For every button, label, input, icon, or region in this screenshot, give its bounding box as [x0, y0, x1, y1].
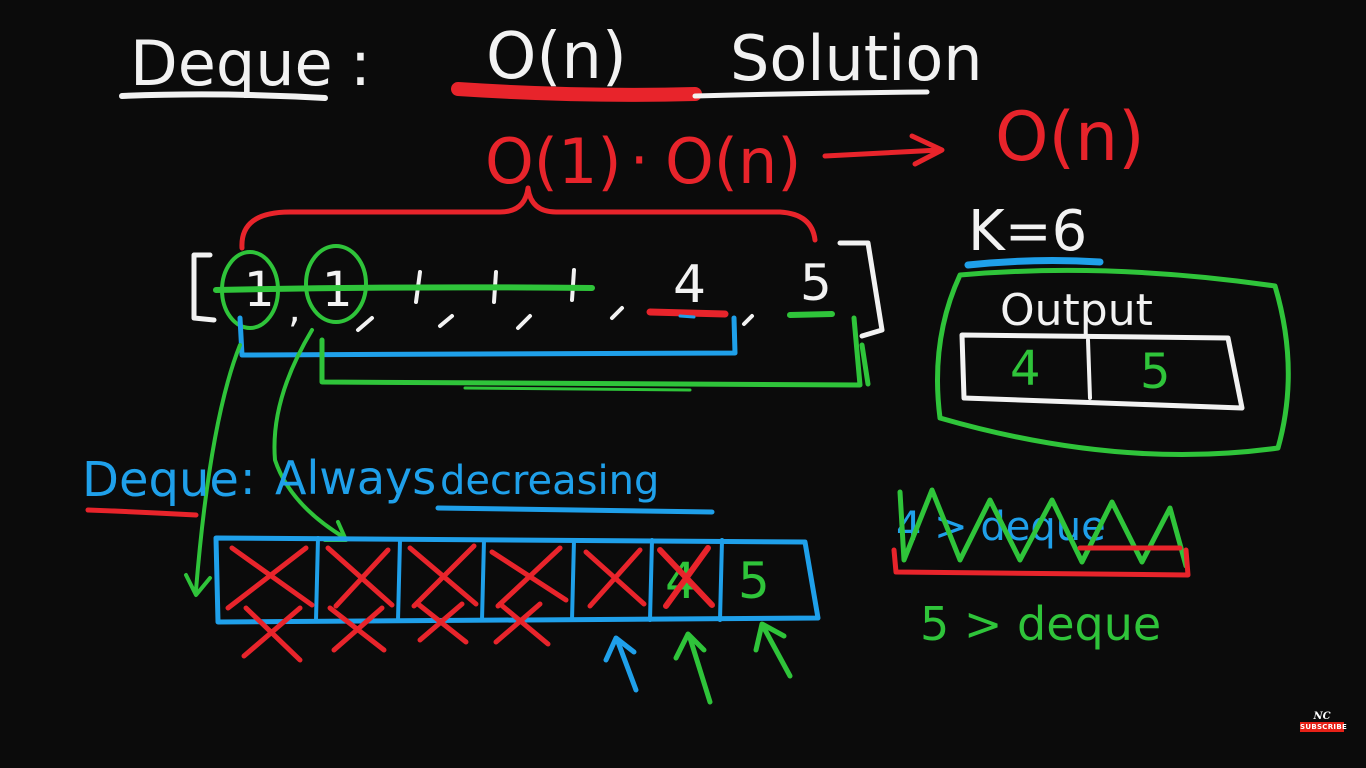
deque-cell-crosses — [225, 543, 647, 611]
title-complexity: O(n) — [486, 20, 627, 94]
complexity-line: O(1) · O(n) O(n) — [485, 98, 1145, 198]
title: Deque : O(n) Solution — [119, 20, 983, 102]
deque-cell-6-cross — [657, 545, 715, 609]
subscribe-badge[interactable]: NC SUBSCRIBE — [1300, 711, 1348, 732]
array-value-4-mark — [678, 314, 696, 319]
array-commas — [356, 306, 754, 332]
array-value-4-underline — [646, 308, 729, 318]
up-arrow-blue-icon — [603, 635, 639, 693]
array-value-5: 5 — [800, 254, 832, 312]
window-size: K=6 — [964, 199, 1104, 269]
deque-note-word: Deque — [82, 452, 239, 508]
complexity-dot: · — [630, 126, 648, 194]
array-value-4: 4 — [673, 255, 706, 315]
channel-logo-icon: NC — [1313, 711, 1331, 722]
output-value-1: 4 — [1010, 341, 1041, 397]
title-solution: Solution — [730, 22, 983, 95]
output-panel: Output 4 5 — [935, 267, 1291, 458]
complexity-left: O(1) — [485, 125, 622, 198]
comparison-crossed-underline — [891, 545, 1191, 578]
title-colon: : — [350, 27, 371, 100]
subscribe-button[interactable]: SUBSCRIBE — [1300, 722, 1348, 732]
up-arrow-green-2-icon — [753, 621, 793, 679]
deque-note-underline — [85, 507, 199, 518]
window-green-underline — [463, 386, 692, 392]
window-size-text: K=6 — [968, 199, 1087, 264]
deque-note: Deque : Always decreasing — [82, 451, 715, 518]
deque-note-text: Always — [275, 451, 436, 505]
deque-note-colon: : — [240, 451, 256, 505]
arrow-second-one-icon — [272, 328, 348, 542]
array-value-2-circle — [304, 244, 368, 324]
comparisons: 4 > deque 5 > deque — [891, 487, 1191, 651]
complexity-right: O(n) — [665, 125, 801, 198]
deque-note-emphasis-underline — [435, 505, 715, 515]
window-size-underline — [964, 257, 1104, 269]
output-box — [959, 332, 1245, 411]
complexity-result: O(n) — [995, 98, 1145, 177]
deque-note-emphasis: decreasing — [440, 458, 659, 504]
output-value-2: 5 — [1140, 344, 1171, 400]
deque-outline — [213, 535, 821, 625]
deque: 4 5 — [213, 535, 821, 705]
array-strike-line — [213, 284, 595, 293]
title-complexity-underline — [451, 82, 702, 102]
input-array: 1 , 1 4 5 — [191, 240, 885, 392]
deque-lower-crosses — [241, 601, 551, 663]
window-green — [319, 315, 871, 388]
arrow-right-icon — [822, 133, 945, 167]
array-value-5-underline — [787, 311, 835, 318]
title-word: Deque — [130, 27, 333, 100]
comparison-current: 5 > deque — [920, 597, 1161, 651]
deque-dividers — [314, 536, 724, 622]
output-panel-border — [935, 267, 1291, 458]
title-solution-underline — [692, 89, 930, 99]
comparison-crossed-scribble — [897, 487, 1189, 569]
array-sep-1: , — [288, 286, 301, 332]
array-close-bracket — [837, 240, 885, 339]
output-divider — [1086, 338, 1092, 400]
window-brace — [239, 185, 818, 251]
window-blue — [237, 315, 738, 358]
up-arrow-green-icon — [673, 631, 713, 705]
array-open-bracket — [191, 252, 217, 323]
title-word-underline — [119, 91, 328, 101]
arrow-first-one-icon — [184, 343, 242, 597]
output-label: Output — [1000, 285, 1153, 336]
deque-cell-7-value: 5 — [738, 552, 770, 610]
